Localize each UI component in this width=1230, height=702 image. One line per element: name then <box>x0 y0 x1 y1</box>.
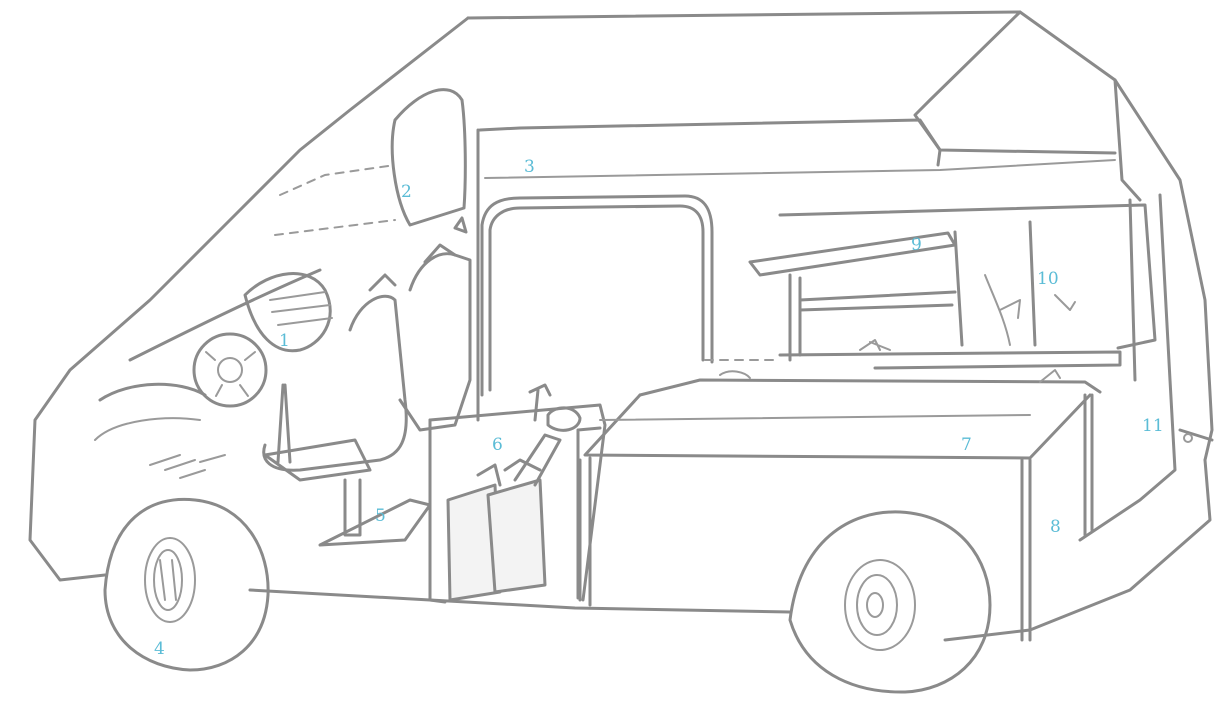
bed-platform <box>580 352 1120 640</box>
label-11: 11 <box>1142 418 1164 435</box>
label-4: 4 <box>154 641 165 658</box>
cab-side-window <box>275 90 465 235</box>
label-2: 2 <box>401 184 412 201</box>
label-5: 5 <box>375 508 386 525</box>
dashboard <box>95 270 332 478</box>
wall-cabinet <box>750 205 1155 360</box>
label-7: 7 <box>961 437 972 454</box>
label-3: 3 <box>524 159 535 176</box>
sliding-door-frame <box>482 196 712 395</box>
storage-cupboards <box>985 222 1075 345</box>
label-8: 8 <box>1050 519 1061 536</box>
label-6: 6 <box>492 437 503 454</box>
label-9: 9 <box>911 237 922 254</box>
label-1: 1 <box>279 333 290 350</box>
driver-seat <box>264 218 470 545</box>
rear-wheel <box>790 512 990 692</box>
front-wheel <box>105 499 268 670</box>
label-10: 10 <box>1037 271 1059 288</box>
